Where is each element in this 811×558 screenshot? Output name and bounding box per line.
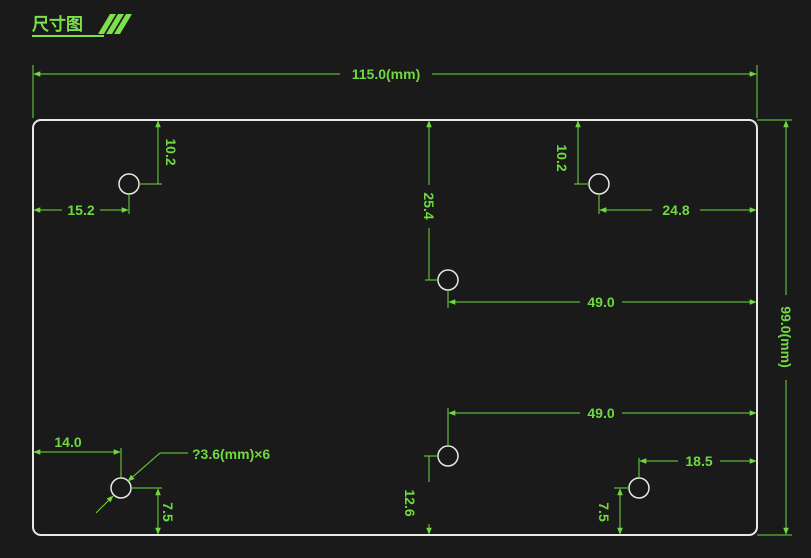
- top-left-vertical-label: 10.2: [163, 138, 179, 165]
- hole-bottom-center: [437, 445, 459, 467]
- hole-spec-label: ?3.6(mm)×6: [192, 446, 270, 462]
- bottom-left-vertical-label: 7.5: [160, 502, 176, 522]
- dimension-lines: [32, 65, 792, 536]
- width-label: 115.0(mm): [352, 66, 420, 82]
- hole-top-left: [118, 173, 140, 195]
- title-block: 尺寸图: [32, 14, 132, 37]
- bottom-center-vertical-label: 12.6: [402, 489, 418, 516]
- hole-top-right: [588, 173, 610, 195]
- bottom-center-horizontal-label: 49.0: [587, 405, 614, 421]
- page-title: 尺寸图: [32, 14, 83, 35]
- top-right-horizontal-label: 24.8: [662, 202, 689, 218]
- center-vertical-label: 25.4: [421, 192, 437, 219]
- dimension-labels: 115.0(mm) 99.0(mm) 10.2 15.2 10.2 24.8 2…: [54, 66, 794, 522]
- top-right-vertical-label: 10.2: [554, 144, 570, 171]
- hole-bottom-right: [628, 477, 650, 499]
- bottom-right-vertical-label: 7.5: [596, 502, 612, 522]
- center-horizontal-label: 49.0: [587, 294, 614, 310]
- board-outline: [32, 119, 758, 536]
- title-stripes-icon: [98, 14, 132, 34]
- top-left-horizontal-label: 15.2: [67, 202, 94, 218]
- bottom-left-horizontal-label: 14.0: [54, 434, 81, 450]
- hole-center: [437, 269, 459, 291]
- height-label: 99.0(mm): [778, 306, 794, 367]
- bottom-right-horizontal-label: 18.5: [685, 453, 712, 469]
